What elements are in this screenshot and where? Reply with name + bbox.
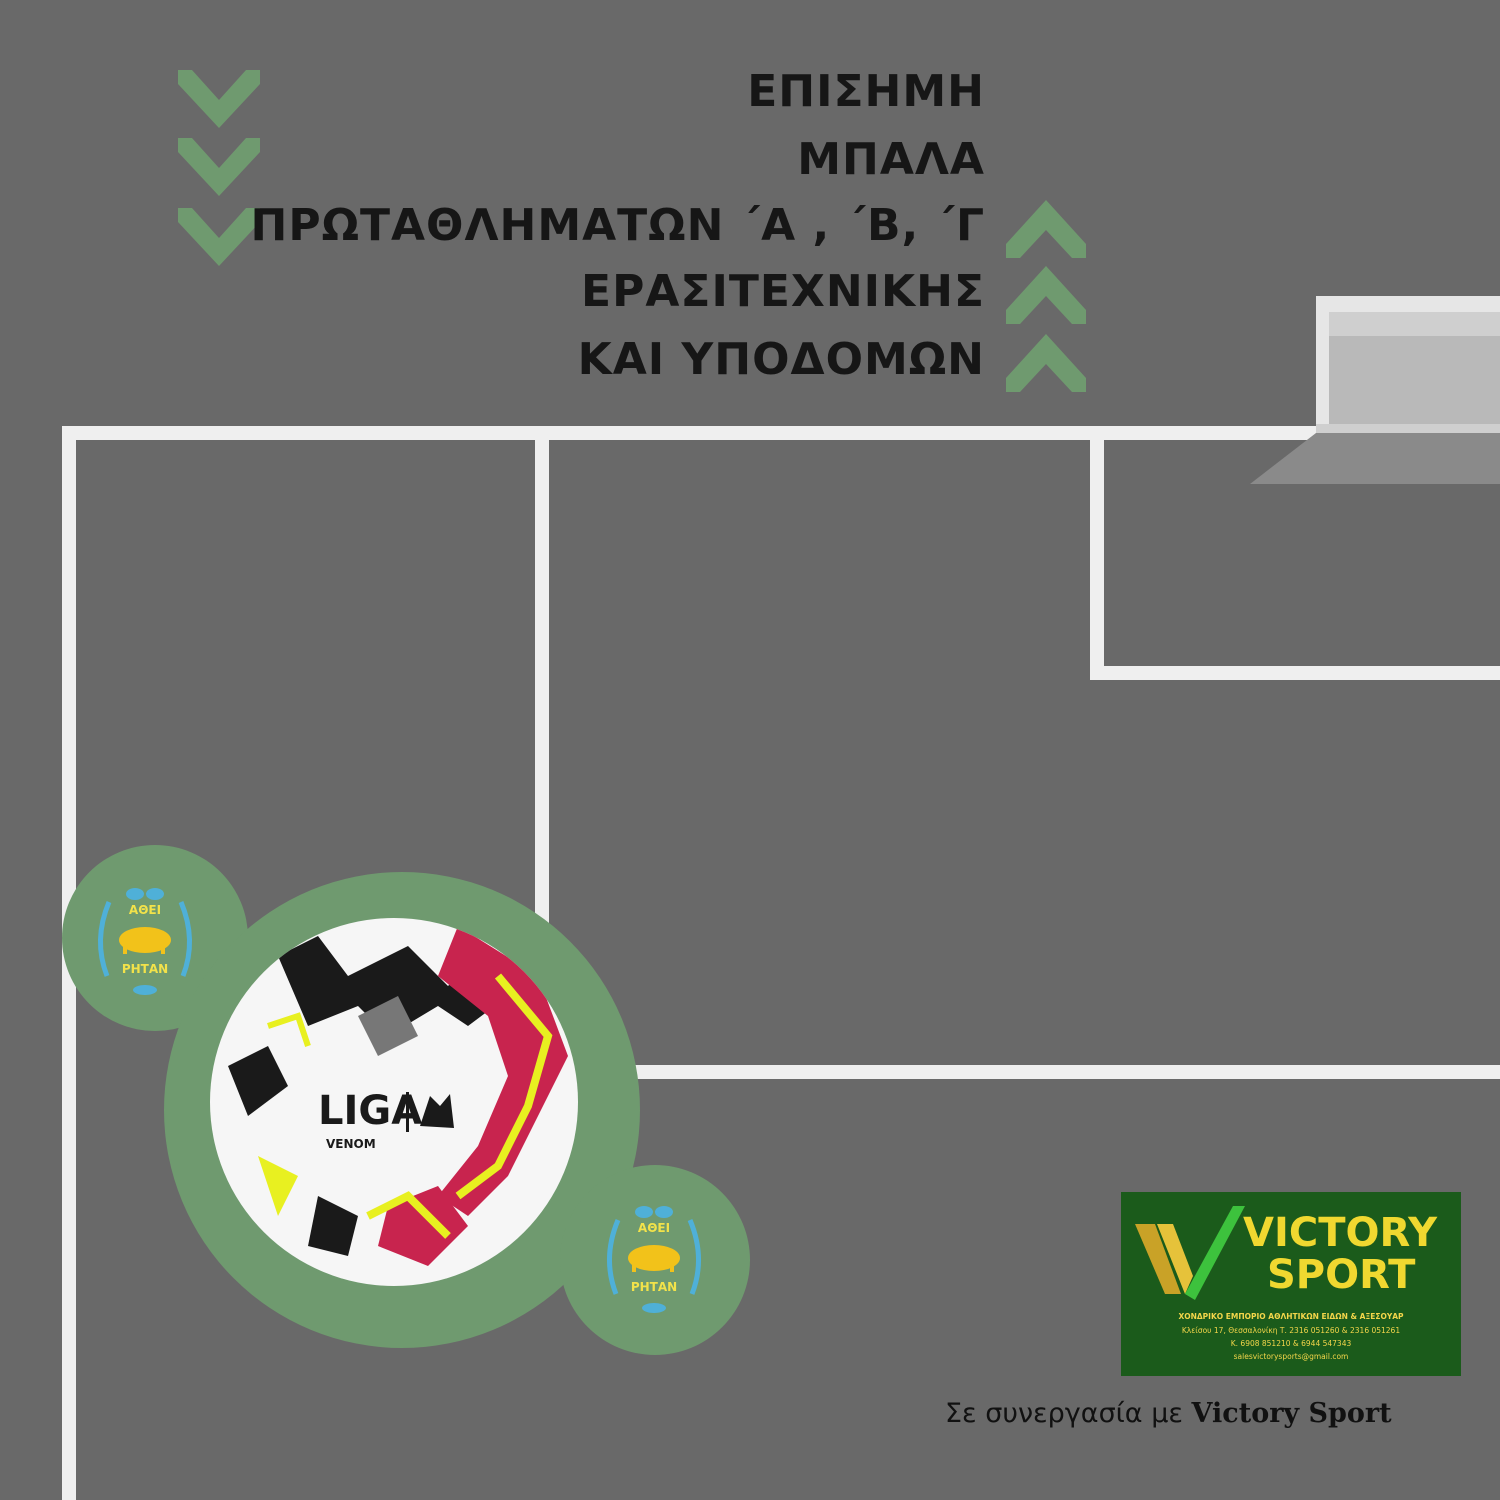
headline-line-2: ΜΠΑΛΑ bbox=[797, 134, 985, 185]
club-crest-icon: ΑΘΕΙ ΡΗΤΑΝ bbox=[97, 888, 193, 995]
headline-line-4: ΕΡΑΣΙΤΕΧΝΙΚΗΣ bbox=[581, 266, 985, 317]
headline-line-5: ΚΑΙ ΥΠΟΔΟΜΩΝ bbox=[577, 334, 985, 385]
partner-credit: Σε συνεργασία με Victory Sport bbox=[945, 1398, 1392, 1429]
svg-text:VENOM: VENOM bbox=[326, 1137, 376, 1151]
chevron-up-icon bbox=[1006, 200, 1086, 392]
victory-v-icon bbox=[1135, 1206, 1245, 1300]
sponsor-tagline: ΧΟΝΔΡΙΚΟ ΕΜΠΟΡΙΟ ΑΘΛΗΤΙΚΩΝ ΕΙΔΩΝ & ΑΞΕΣΟ… bbox=[1178, 1312, 1404, 1321]
sponsor-address: Κλείσου 17, Θεσσαλονίκη Τ. 2316 051260 &… bbox=[1181, 1326, 1401, 1335]
partner-prefix: Σε συνεργασία με bbox=[945, 1398, 1192, 1429]
headline-line-1: ΕΠΙΣΗΜΗ bbox=[747, 66, 985, 117]
headline-line-3: ΠΡΩΤΑΘΛΗΜΑΤΩΝ ΄Α , ΄Β, ΄Γ bbox=[250, 200, 985, 251]
svg-text:ΑΘΕΙ: ΑΘΕΙ bbox=[129, 903, 161, 917]
svg-text:LIGA: LIGA bbox=[318, 1088, 422, 1134]
club-crest-icon: ΑΘΕΙ ΡΗΤΑΝ bbox=[606, 1206, 702, 1313]
sponsor-logo-box: VICTORY SPORT ΧΟΝΔΡΙΚΟ ΕΜΠΟΡΙΟ ΑΘΛΗΤΙΚΩΝ… bbox=[1121, 1192, 1461, 1376]
sponsor-mobile: Κ. 6908 851210 & 6944 547343 bbox=[1230, 1339, 1352, 1348]
chevron-down-icon bbox=[178, 70, 260, 266]
goal-icon bbox=[1250, 296, 1500, 484]
football-icon: LIGA VENOM bbox=[210, 918, 578, 1286]
svg-text:ΑΘΕΙ: ΑΘΕΙ bbox=[638, 1221, 670, 1235]
sponsor-name-line-2: SPORT bbox=[1267, 1252, 1416, 1298]
svg-text:ΡΗΤΑΝ: ΡΗΤΑΝ bbox=[122, 962, 168, 976]
sponsor-email: salesvictorysports@gmail.com bbox=[1233, 1352, 1349, 1361]
sponsor-name-line-1: VICTORY bbox=[1243, 1210, 1438, 1256]
partner-name: Victory Sport bbox=[1191, 1398, 1392, 1429]
svg-text:ΡΗΤΑΝ: ΡΗΤΑΝ bbox=[631, 1280, 677, 1294]
